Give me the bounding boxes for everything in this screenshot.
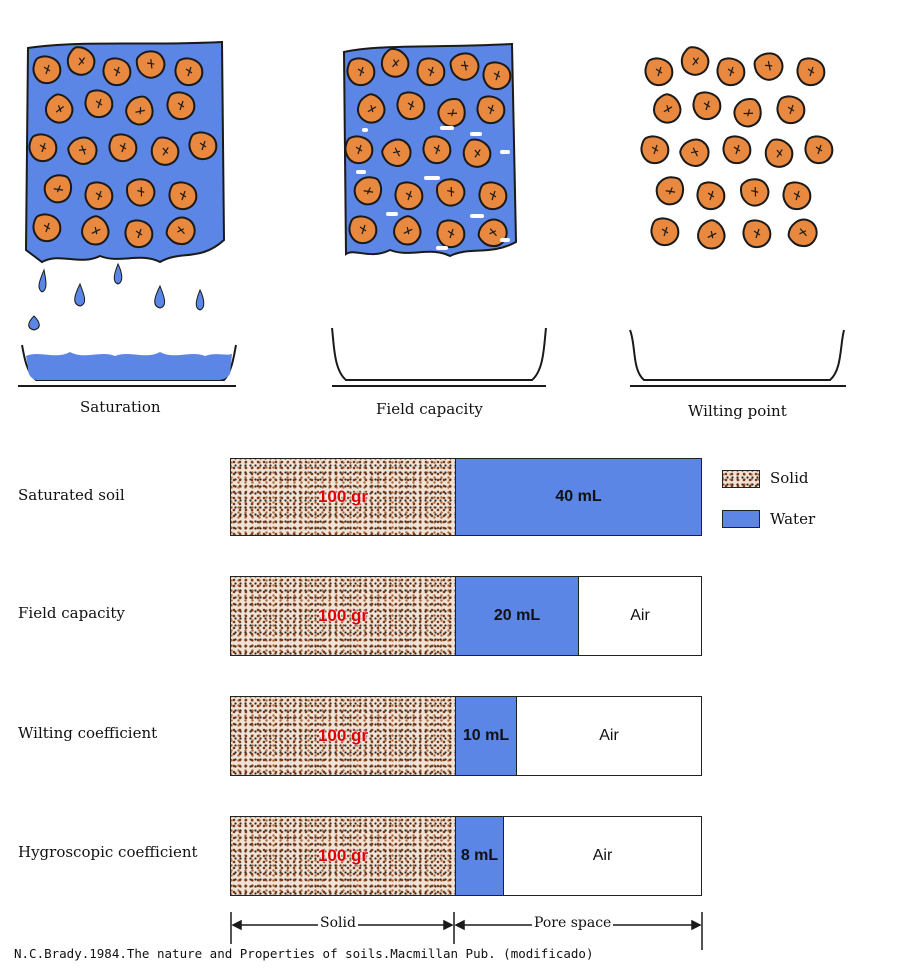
row-label-field-capacity: Field capacity — [18, 604, 125, 622]
legend-solid-swatch — [722, 470, 760, 488]
wilting-point-soil-block — [640, 43, 834, 255]
solid-segment: 100 gr — [230, 576, 455, 656]
scale-label-solid: Solid — [318, 915, 358, 931]
caption-wilting-point: Wilting point — [688, 402, 787, 420]
field-capacity-pan — [331, 327, 547, 387]
row-label-wilting-coefficient: Wilting coefficient — [18, 724, 158, 742]
legend-water-label: Water — [770, 510, 816, 528]
legend-water-swatch — [722, 510, 760, 528]
water-segment: 20 mL — [455, 576, 579, 656]
air-segment: Air — [517, 696, 702, 776]
row-label-saturated-soil: Saturated soil — [18, 486, 125, 504]
water-drops — [28, 262, 205, 331]
water-segment: 10 mL — [455, 696, 517, 776]
saturation-pan — [18, 344, 237, 387]
solid-segment: 100 gr — [230, 816, 455, 896]
solid-segment: 100 gr — [230, 458, 455, 536]
air-segment: Air — [504, 816, 702, 896]
caption-field-capacity: Field capacity — [376, 400, 483, 418]
row-label-hygroscopic-coefficient: Hygroscopic coefficient — [18, 843, 198, 861]
field-capacity-soil-block — [342, 42, 518, 258]
air-segment: Air — [579, 576, 702, 656]
legend-solid-label: Solid — [770, 469, 809, 487]
soil-water-states-illustration — [18, 40, 846, 387]
solid-segment: 100 gr — [230, 696, 455, 776]
water-segment: 40 mL — [455, 458, 702, 536]
wilting-point-pan — [629, 329, 846, 387]
caption-saturation: Saturation — [80, 398, 161, 416]
water-segment: 8 mL — [455, 816, 504, 896]
scale-label-pore-space: Pore space — [532, 915, 614, 931]
saturation-soil-block — [24, 40, 226, 264]
citation-footnote: N.C.Brady.1984.The nature and Properties… — [14, 946, 594, 961]
